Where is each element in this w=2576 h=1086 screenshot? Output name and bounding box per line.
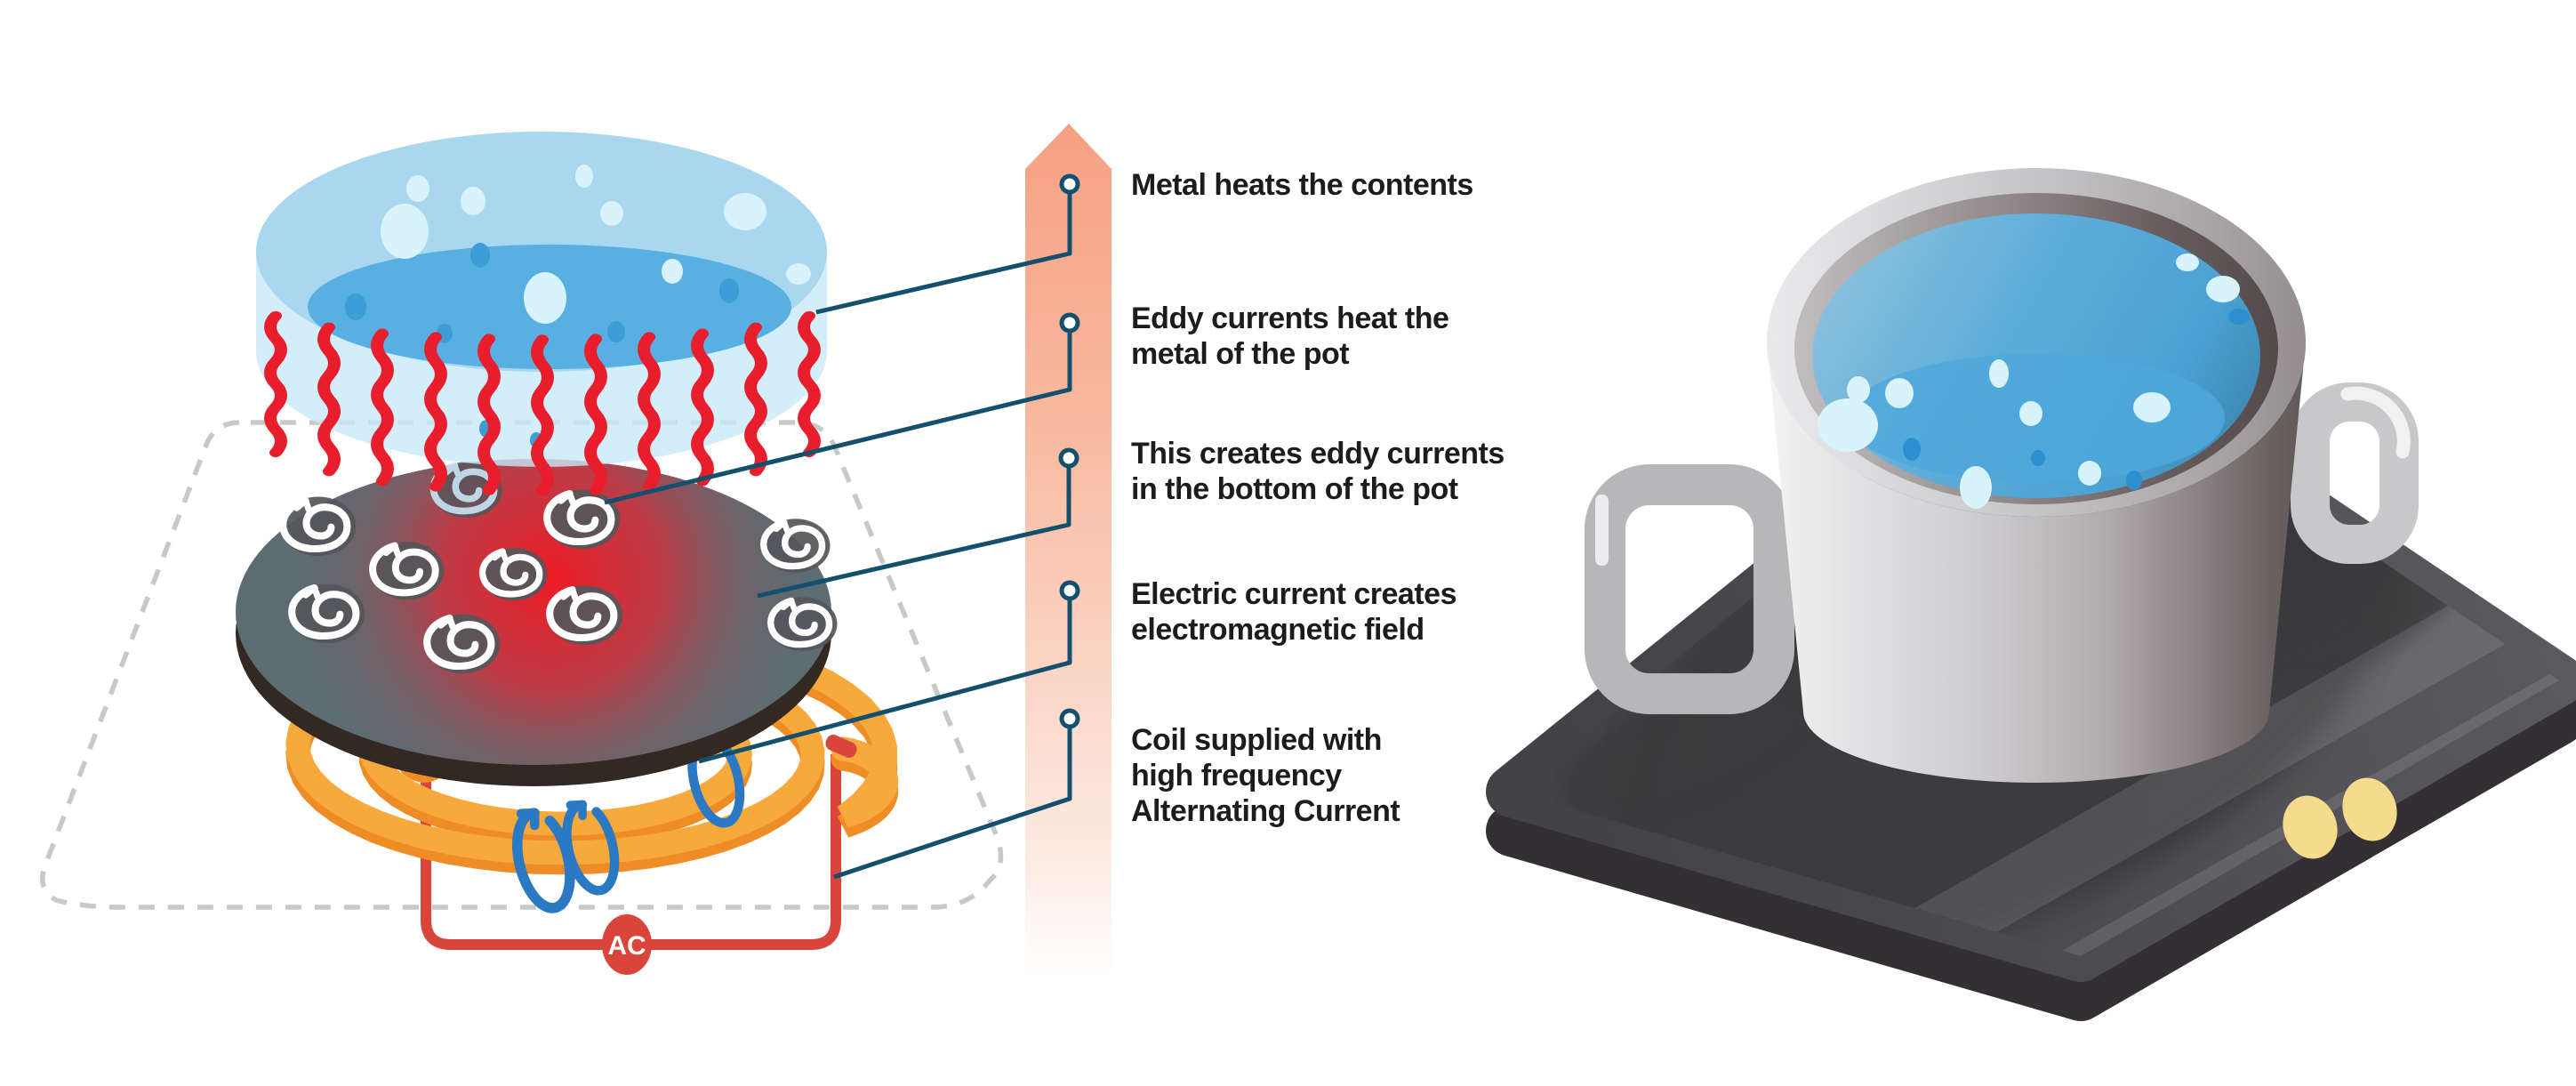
step-label-5-line-1: Coil supplied with (1131, 723, 1382, 757)
connector-line-2 (604, 331, 1072, 505)
arrow-band (1025, 124, 1111, 1010)
step-label-4-line-1: Electric current creates (1131, 577, 1457, 611)
step-label-5: Coil supplied with high frequency Altern… (1131, 722, 1400, 829)
connector-line-5 (833, 727, 1072, 880)
cooktop-illustration (1486, 168, 2576, 1021)
step-label-1-line-1: Metal heats the contents (1131, 168, 1473, 202)
step-label-5-line-2: high frequency (1131, 759, 1342, 792)
step-label-1: Metal heats the contents (1131, 167, 1473, 203)
pot-handle-right (2291, 382, 2419, 564)
connectors (604, 173, 1080, 880)
pot-water (1812, 213, 2260, 509)
coil-terminal-outer (825, 735, 857, 758)
cooktop-button (2342, 777, 2397, 841)
step-label-5-line-3: Alternating Current (1131, 794, 1400, 828)
connector-line-3 (757, 466, 1071, 599)
step-label-3: This creates eddy currents in the bottom… (1131, 436, 1505, 507)
disc-heat-glow (236, 459, 831, 765)
ac-circuit: AC (421, 754, 841, 975)
ac-badge-label: AC (607, 931, 646, 961)
connector-dot-1 (1059, 173, 1080, 195)
pot (1585, 168, 2419, 783)
handle-highlight (2340, 386, 2411, 459)
cooktop-outline-dashed (40, 420, 1004, 910)
connector-dot-3 (1058, 447, 1079, 469)
steam-bubbles (381, 165, 811, 324)
pot-body (1767, 342, 2306, 783)
cooktop-button (2283, 795, 2338, 859)
control-buttons (2283, 777, 2397, 859)
pot-bubbles (1818, 253, 2240, 509)
connector-dot-4 (1059, 580, 1080, 601)
step-label-3-line-2: in the bottom of the pot (1131, 472, 1458, 506)
pot-contents (256, 132, 827, 491)
metal-disc (236, 459, 838, 786)
heat-flow-arrow (1025, 124, 1111, 1010)
step-label-3-line-1: This creates eddy currents (1131, 437, 1505, 471)
exploded-diagram: AC (40, 132, 1004, 975)
handle-shadow-left (1567, 683, 1821, 820)
connector-dot-2 (1059, 312, 1080, 334)
step-label-2-line-1: Eddy currents heat the (1131, 302, 1449, 335)
connector-dot-5 (1059, 708, 1080, 729)
step-label-2-line-2: metal of the pot (1131, 337, 1350, 371)
ac-badge: AC (602, 914, 652, 975)
connector-line-1 (815, 192, 1072, 315)
step-label-4: Electric current creates electromagnetic… (1131, 576, 1457, 648)
step-label-2: Eddy currents heat the metal of the pot (1131, 301, 1449, 372)
connector-line-4 (698, 599, 1072, 764)
handle-highlight (1595, 495, 1609, 566)
pot-handle-left (1585, 464, 1794, 714)
surface-stripe (1783, 529, 2559, 956)
step-label-4-line-2: electromagnetic field (1131, 613, 1424, 647)
pot-water-drops (1903, 309, 2250, 490)
